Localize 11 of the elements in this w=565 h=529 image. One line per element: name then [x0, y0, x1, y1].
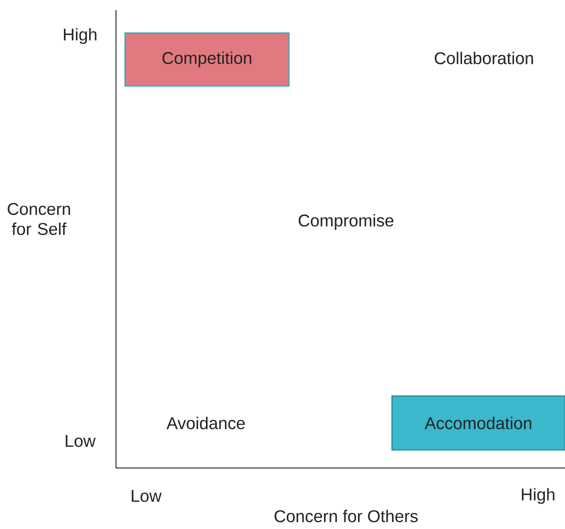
- axis-tick-label: High: [64, 28, 96, 44]
- axis-title: Concern for Others: [274, 510, 418, 522]
- quadrant-label: Collaboration: [434, 52, 533, 64]
- axis-tick-label: High: [522, 488, 554, 504]
- quadrant-label: Compromise: [298, 214, 394, 230]
- label-box: Accomodation: [391, 395, 565, 451]
- axis-title: Concern for Self: [8, 202, 70, 236]
- axis-tick-label: Low: [132, 490, 162, 502]
- quadrant-label: Avoidance: [166, 416, 245, 430]
- axis-tick-label: Low: [66, 435, 96, 447]
- label-box: Competition: [124, 32, 290, 87]
